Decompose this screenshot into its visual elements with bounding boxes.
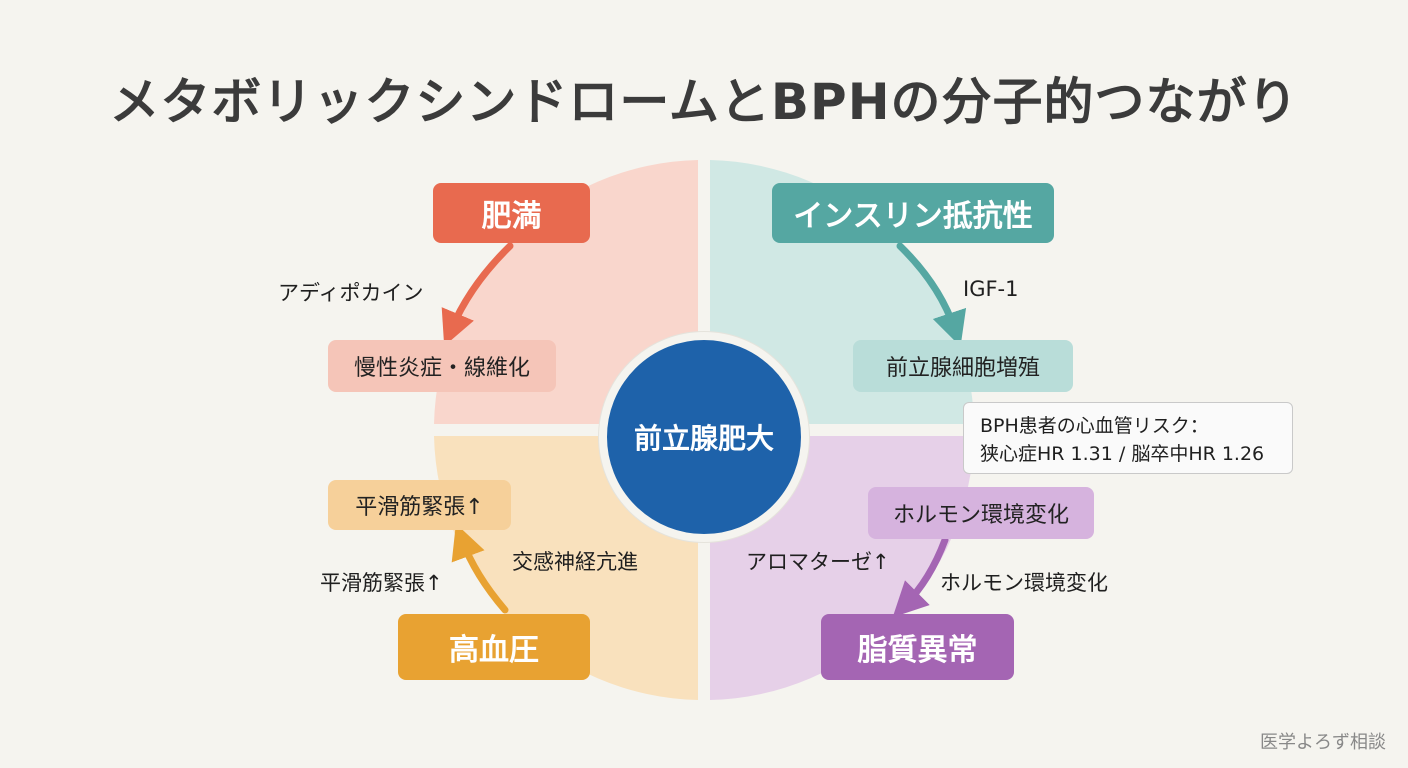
inflammation-box: 慢性炎症・線維化 xyxy=(328,340,556,392)
arrow-hypertension xyxy=(451,523,509,614)
dyslipidemia-label: 脂質異常 xyxy=(857,633,978,668)
smooth-muscle-box: 平滑筋緊張↑ xyxy=(328,480,511,530)
hypertension-label: 高血圧 xyxy=(449,633,539,668)
bph-center-label: 前立腺肥大 xyxy=(633,422,774,455)
cell-proliferation-label: 前立腺細胞増殖 xyxy=(885,356,1040,381)
smooth-muscle-label: 平滑筋緊張↑ xyxy=(355,495,484,520)
note-line-1: BPH患者の心血管リスク： xyxy=(980,415,1209,437)
note-line-2: 狭心症HR 1.31 / 脳卒中HR 1.26 xyxy=(980,443,1265,465)
hypertension-box: 高血圧 xyxy=(398,614,590,680)
cell-proliferation-box: 前立腺細胞増殖 xyxy=(853,340,1073,392)
igf1-label: IGF-1 xyxy=(963,277,1019,301)
insulin-resistance-label: インスリン抵抗性 xyxy=(793,199,1033,234)
cardiovascular-risk-note: BPH患者の心血管リスク： 狭心症HR 1.31 / 脳卒中HR 1.26 xyxy=(963,402,1293,474)
inflammation-label: 慢性炎症・線維化 xyxy=(353,356,530,381)
hormone-change-box: ホルモン環境変化 xyxy=(868,487,1094,539)
hormone-path-label: ホルモン環境変化 xyxy=(940,571,1108,595)
smooth-muscle-path-label: 平滑筋緊張↑ xyxy=(320,571,443,595)
hormone-change-label: ホルモン環境変化 xyxy=(892,503,1069,528)
aromatase-label: アロマターゼ↑ xyxy=(746,550,890,574)
arrow-obesity xyxy=(441,242,514,347)
bph-center-circle: 前立腺肥大 xyxy=(599,332,809,542)
page-title: メタボリックシンドロームとBPHの分子的つながり xyxy=(109,73,1299,131)
credit-text: 医学よろず相談 xyxy=(1260,732,1386,753)
insulin-resistance-box: インスリン抵抗性 xyxy=(772,183,1054,243)
arrow-insulin xyxy=(896,242,967,347)
obesity-box: 肥満 xyxy=(433,183,590,243)
sympathetic-label: 交感神経亢進 xyxy=(512,550,638,574)
adipokine-label: アディポカイン xyxy=(278,281,424,305)
obesity-label: 肥満 xyxy=(481,199,542,234)
dyslipidemia-box: 脂質異常 xyxy=(821,614,1014,680)
arrow-dyslipidemia xyxy=(892,536,949,618)
